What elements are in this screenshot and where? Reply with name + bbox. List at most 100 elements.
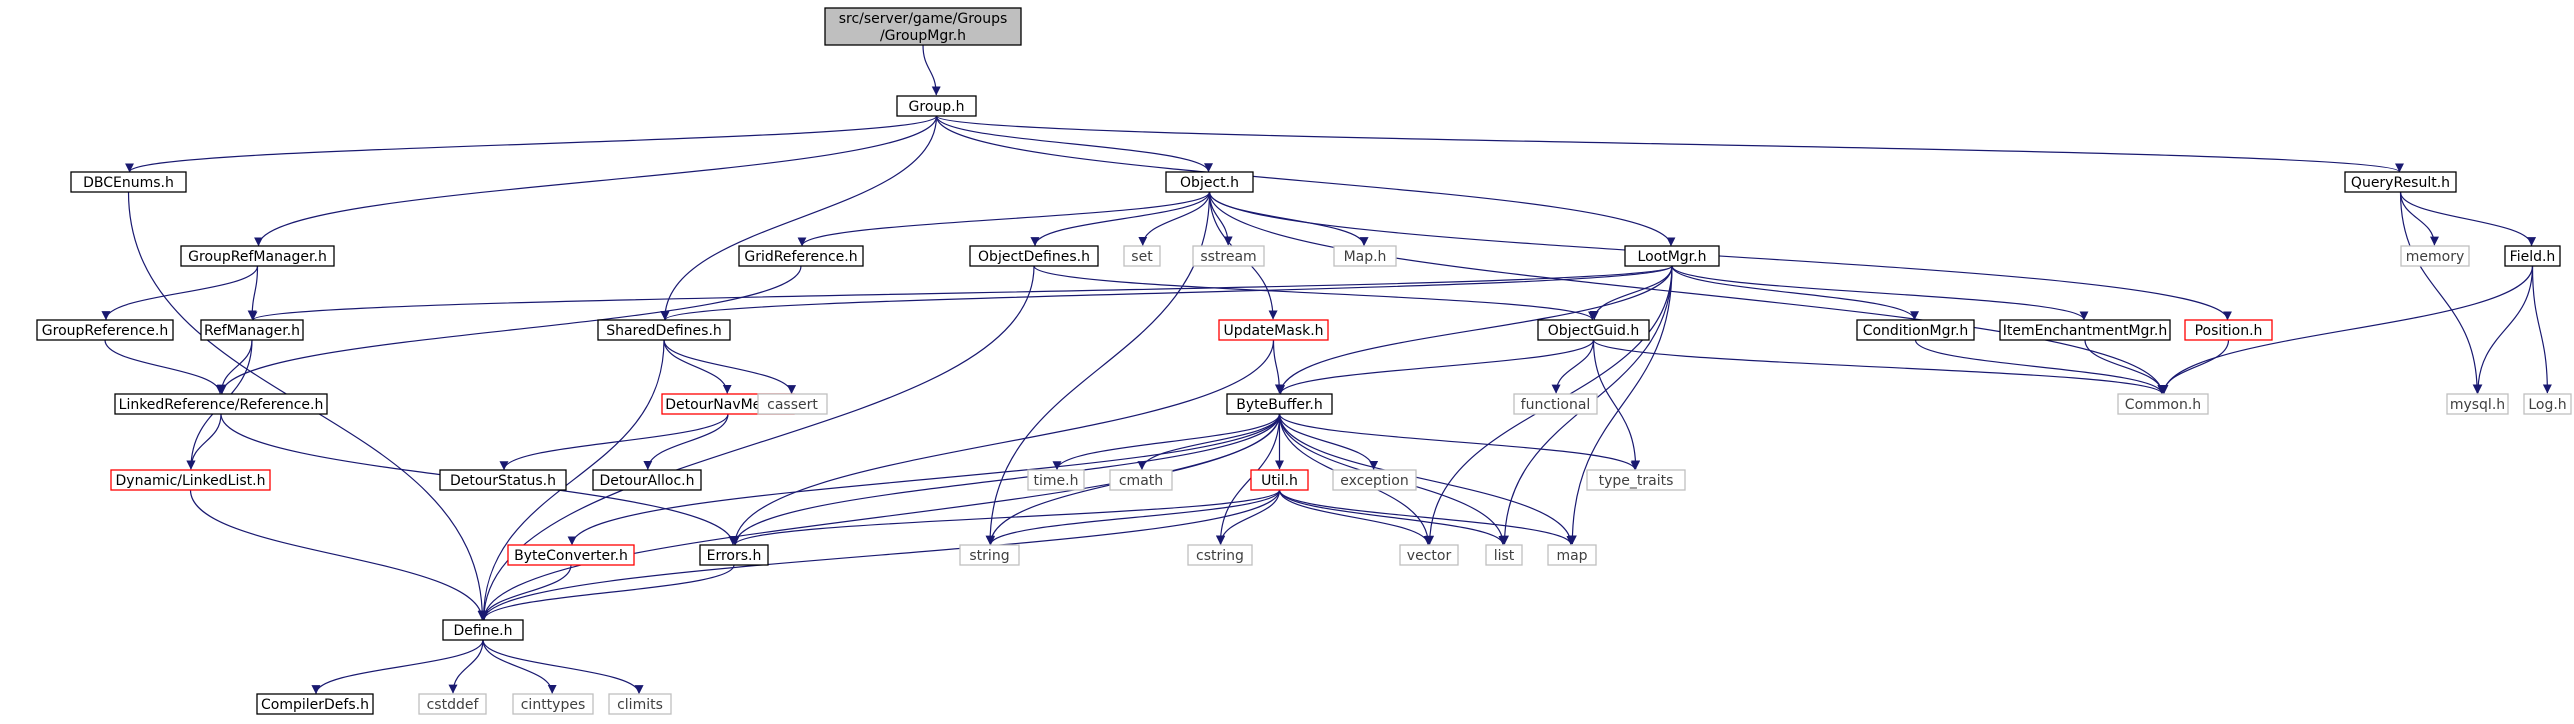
- edge-line: [1914, 339, 2167, 395]
- edge-lootmgr-to-map: [1567, 265, 1673, 545]
- edge-line: [482, 639, 557, 694]
- edge-bytebuffer-to-cstring: [1215, 413, 1281, 545]
- edge-queryresult-to-mysql: [2399, 191, 2482, 394]
- edge-util-to-define: [479, 489, 1281, 621]
- node-box: [608, 693, 672, 715]
- edge-objectguid-to-functional: [1551, 339, 1595, 394]
- node-dynamiclinkedlist[interactable]: Dynamic/LinkedList.h: [110, 469, 271, 491]
- node-box: [110, 469, 271, 491]
- node-label: Errors.h: [707, 548, 762, 564]
- edge-objectguid-to-bytebuffer: [1276, 339, 1595, 395]
- node-queryresult[interactable]: QueryResult.h: [2344, 171, 2457, 193]
- edge-line: [1278, 413, 1640, 471]
- node-label: /GroupMgr.h: [880, 28, 966, 44]
- node-map: map: [1547, 544, 1597, 566]
- edge-line: [1138, 191, 1211, 246]
- node-label: Object.h: [1180, 175, 1239, 191]
- edge-line: [1276, 339, 1595, 395]
- edge-line: [2473, 265, 2534, 394]
- node-box: [36, 319, 174, 341]
- node-object[interactable]: Object.h: [1165, 171, 1254, 193]
- edge-define-to-cinttypes: [482, 639, 557, 694]
- node-byteconverter[interactable]: ByteConverter.h: [507, 544, 635, 566]
- node-define[interactable]: Define.h: [442, 619, 524, 641]
- edge-line: [1272, 339, 1284, 394]
- node-groupreference[interactable]: GroupReference.h: [36, 319, 174, 341]
- edge-group-to-dbcenums: [125, 115, 938, 173]
- edge-line: [663, 339, 732, 394]
- edge-line: [1592, 339, 1641, 470]
- node-field[interactable]: Field.h: [2504, 245, 2561, 267]
- edge-line: [448, 639, 484, 694]
- edge-line: [125, 115, 938, 173]
- node-box: [1856, 319, 1975, 341]
- edge-bytebuffer-to-time: [1052, 413, 1281, 471]
- node-label: LootMgr.h: [1638, 249, 1707, 265]
- node-objectdefines[interactable]: ObjectDefines.h: [969, 245, 1099, 267]
- edge-util-to-string: [986, 489, 1281, 546]
- node-bytebuffer[interactable]: ByteBuffer.h: [1226, 393, 1333, 415]
- node-box: [1333, 245, 1397, 267]
- node-box: [1123, 245, 1161, 267]
- node-objectguid[interactable]: ObjectGuid.h: [1537, 319, 1650, 341]
- edge-line: [189, 489, 487, 621]
- node-refmanager[interactable]: RefManager.h: [200, 319, 304, 341]
- edge-shareddefines-to-detournavmesh: [663, 339, 732, 394]
- edge-bytebuffer-to-exception: [1278, 413, 1379, 470]
- node-box: [1250, 469, 1309, 491]
- node-box: [439, 469, 567, 491]
- node-label: map: [1556, 548, 1587, 564]
- node-errors[interactable]: Errors.h: [699, 544, 769, 566]
- edge-line: [1033, 265, 1597, 321]
- node-compilerdefs[interactable]: CompilerDefs.h: [256, 693, 374, 715]
- node-label: vector: [1407, 548, 1452, 564]
- edge-line: [482, 639, 644, 695]
- node-grouprefmanager[interactable]: GroupRefManager.h: [180, 245, 335, 267]
- node-label: UpdateMask.h: [1223, 323, 1323, 339]
- node-detouralloc[interactable]: DetourAlloc.h: [592, 469, 702, 491]
- node-detourstatus[interactable]: DetourStatus.h: [439, 469, 567, 491]
- edge-lootmgr-to-shareddefines: [660, 265, 1673, 321]
- node-gridreference[interactable]: GridReference.h: [738, 245, 864, 267]
- edge-line: [479, 564, 735, 621]
- node-box: [1332, 469, 1417, 491]
- edge-line: [797, 191, 1211, 247]
- edge-line: [660, 265, 1673, 321]
- node-box: [824, 7, 1022, 46]
- node-updatemask[interactable]: UpdateMask.h: [1218, 319, 1329, 341]
- edge-line: [1276, 265, 1673, 395]
- node-box: [2344, 171, 2457, 193]
- node-shareddefines[interactable]: SharedDefines.h: [597, 319, 731, 341]
- edge-line: [479, 265, 1035, 620]
- edge-shareddefines-to-define: [479, 339, 665, 620]
- node-lootmgr[interactable]: LootMgr.h: [1624, 245, 1720, 267]
- edge-util-to-list: [1278, 489, 1508, 546]
- edge-group-to-queryresult: [935, 115, 2404, 173]
- node-itemenchantmentmgr[interactable]: ItemEnchantmentMgr.h: [1999, 319, 2171, 341]
- edge-line: [499, 413, 729, 471]
- edge-objectdefines-to-objectguid: [1033, 265, 1597, 321]
- node-label: Log.h: [2528, 397, 2566, 413]
- edge-bytebuffer-to-errors: [730, 413, 1281, 546]
- edge-line: [1551, 339, 1595, 394]
- node-functional: functional: [1513, 393, 1598, 415]
- edge-shareddefines-to-cassert: [663, 339, 797, 395]
- node-label: src/server/game/Groups: [839, 11, 1008, 27]
- node-box: [1547, 544, 1597, 566]
- node-linkedreference[interactable]: LinkedReference/Reference.h: [114, 393, 328, 415]
- node-conditionmgr[interactable]: ConditionMgr.h: [1856, 319, 1975, 341]
- node-label: GridReference.h: [744, 249, 857, 265]
- edge-define-to-climits: [482, 639, 644, 695]
- edge-util-to-map: [1278, 489, 1576, 546]
- node-group[interactable]: Group.h: [896, 95, 977, 117]
- node-util[interactable]: Util.h: [1250, 469, 1309, 491]
- edge-line: [730, 489, 1281, 546]
- edge-line: [101, 265, 259, 321]
- node-box: [592, 469, 702, 491]
- node-mysql: mysql.h: [2446, 393, 2509, 415]
- node-type_traits: type_traits: [1586, 469, 1686, 491]
- node-position[interactable]: Position.h: [2184, 319, 2273, 341]
- node-list: list: [1485, 544, 1523, 566]
- node-dbcenums[interactable]: DBCEnums.h: [70, 171, 187, 193]
